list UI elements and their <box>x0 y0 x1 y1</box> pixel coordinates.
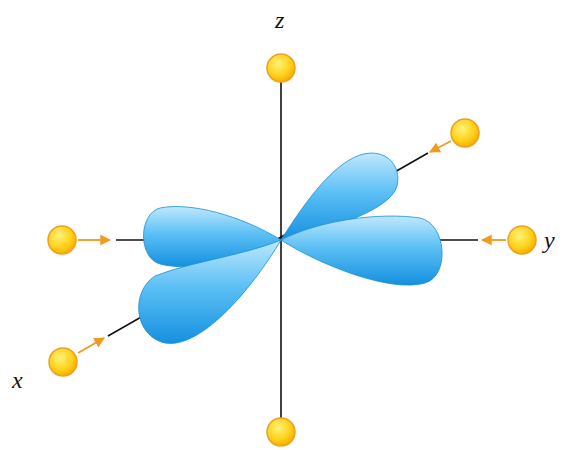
axis-label: y <box>544 228 555 252</box>
approach-arrow <box>78 239 110 241</box>
axes <box>108 82 478 418</box>
ligand-ball <box>49 348 77 376</box>
ligand-ball <box>451 119 479 147</box>
orbital-lobe <box>281 216 442 285</box>
approach-arrow <box>430 141 451 152</box>
ligand-arrows <box>78 141 506 353</box>
orbital-lobes <box>139 153 442 343</box>
ligands <box>48 54 536 446</box>
ligand-ball <box>508 226 536 254</box>
orbital-lobe <box>139 240 281 343</box>
z-axis <box>280 82 282 418</box>
approach-arrow <box>78 338 104 353</box>
axis-label: z <box>275 8 284 32</box>
ligand-ball <box>267 54 295 82</box>
approach-arrow <box>482 239 506 241</box>
axis-label: x <box>12 368 23 392</box>
ligand-ball <box>48 226 76 254</box>
ligand-ball <box>267 418 295 446</box>
